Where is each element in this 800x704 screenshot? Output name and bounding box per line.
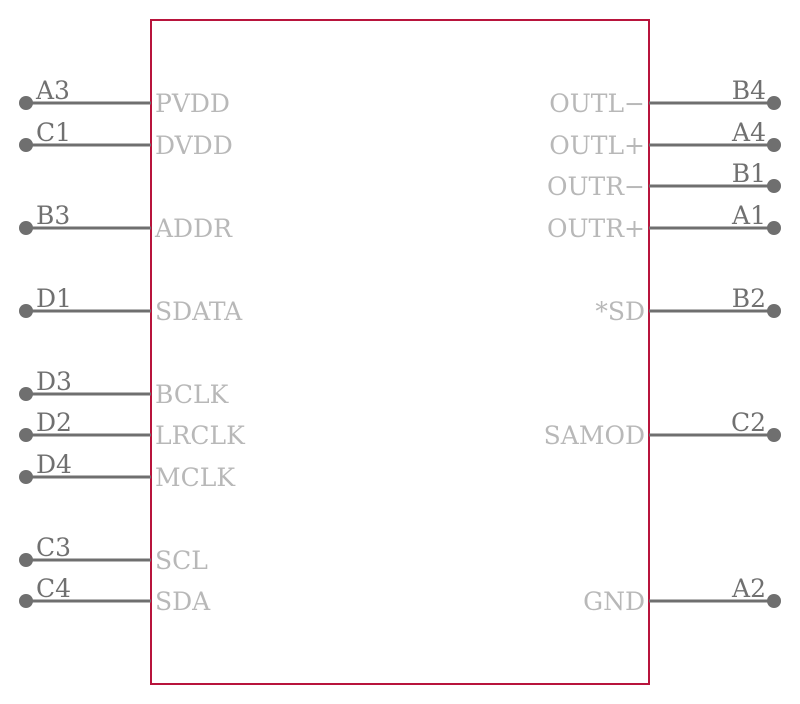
pin-name: ADDR [154, 214, 233, 243]
pin-endpoint-dot [19, 221, 33, 235]
component-body [150, 19, 650, 685]
pin-endpoint-dot [19, 138, 33, 152]
pin-name: PVDD [155, 89, 230, 118]
pin-endpoint-dot [19, 96, 33, 110]
pin-B4: B4 OUTL− [549, 76, 781, 118]
pin-name: MCLK [155, 463, 236, 492]
pin-D4: D4 MCLK [19, 450, 236, 492]
pin-endpoint-dot [19, 304, 33, 318]
pin-D1: D1 SDATA [19, 284, 243, 326]
pin-endpoint-dot [19, 553, 33, 567]
pin-name: OUTR+ [547, 214, 645, 243]
pin-number: B3 [36, 201, 70, 230]
pin-number: D3 [36, 367, 72, 396]
pin-endpoint-dot [767, 138, 781, 152]
pin-C1: C1 DVDD [19, 118, 233, 160]
pin-C4: C4 SDA [19, 574, 211, 616]
pin-endpoint-dot [767, 594, 781, 608]
pin-A3: A3 PVDD [19, 76, 230, 118]
pin-endpoint-dot [767, 428, 781, 442]
pin-A2: A2 GND [583, 574, 781, 616]
pin-name: BCLK [155, 380, 230, 409]
pin-number: B1 [732, 159, 766, 188]
pin-number: C1 [36, 118, 71, 147]
pin-number: D1 [36, 284, 72, 313]
pin-name: GND [583, 587, 645, 616]
pin-endpoint-dot [19, 594, 33, 608]
pin-A1: A1 OUTR+ [547, 201, 781, 243]
pin-A4: A4 OUTL+ [549, 118, 781, 160]
pin-D3: D3 BCLK [19, 367, 230, 409]
pin-name: OUTL+ [549, 131, 645, 160]
pin-number: A2 [731, 574, 766, 603]
pin-endpoint-dot [19, 470, 33, 484]
pin-endpoint-dot [767, 96, 781, 110]
pin-name: SDATA [155, 297, 243, 326]
pin-number: B2 [732, 284, 766, 313]
pin-name: SAMOD [544, 421, 645, 450]
pin-number: A1 [731, 201, 766, 230]
pin-name: LRCLK [155, 421, 246, 450]
pin-name: SDA [155, 587, 211, 616]
pin-number: A4 [731, 118, 766, 147]
pin-endpoint-dot [767, 179, 781, 193]
pin-C3: C3 SCL [19, 533, 208, 575]
pin-number: C2 [731, 408, 766, 437]
pin-number: C4 [36, 574, 71, 603]
pin-B3: B3 ADDR [19, 201, 233, 243]
pin-endpoint-dot [19, 428, 33, 442]
right-pin-group: B4 OUTL− A4 OUTL+ B1 OUTR− A1 OUTR+ B2 *SD C2 SAMOD… [544, 76, 781, 616]
pin-C2: C2 SAMOD [544, 408, 781, 450]
pin-endpoint-dot [767, 221, 781, 235]
pin-name: OUTL− [549, 89, 645, 118]
pin-B2: B2 *SD [595, 284, 781, 326]
pin-number: D4 [36, 450, 72, 479]
pin-number: B4 [732, 76, 766, 105]
pin-B1: B1 OUTR− [547, 159, 781, 201]
pin-number: C3 [36, 533, 71, 562]
pin-D2: D2 LRCLK [19, 408, 246, 450]
pin-name: SCL [155, 546, 208, 575]
pin-endpoint-dot [767, 304, 781, 318]
pin-endpoint-dot [19, 387, 33, 401]
pin-name: *SD [595, 297, 645, 326]
pin-number: A3 [35, 76, 70, 105]
pin-number: D2 [36, 408, 72, 437]
pin-name: OUTR− [547, 172, 645, 201]
pin-name: DVDD [155, 131, 233, 160]
